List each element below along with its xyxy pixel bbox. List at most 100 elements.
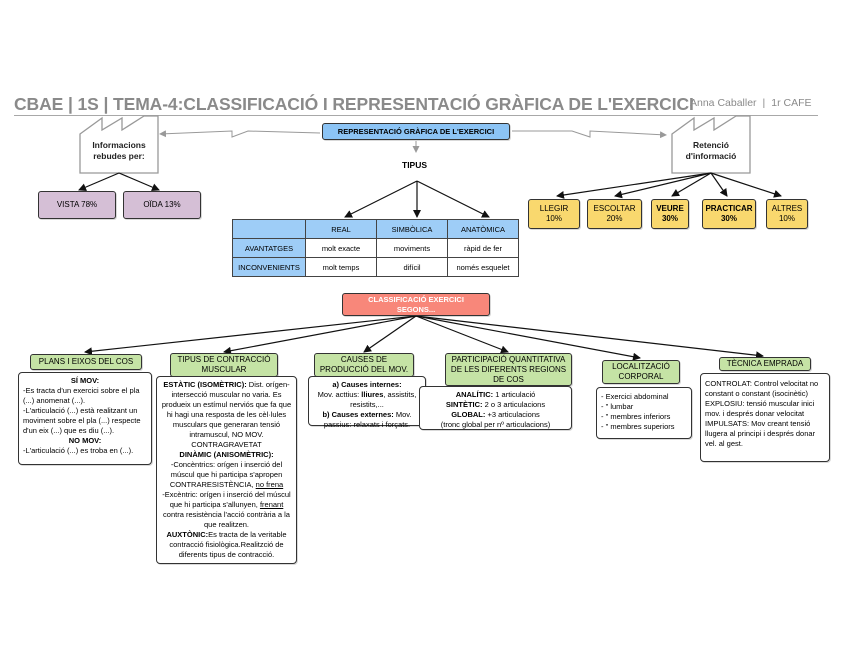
connector-to-plans (84, 315, 417, 356)
retention-box-altres: ALTRES 10% (766, 199, 808, 229)
retention-value: 10% (545, 214, 562, 223)
table-header-cell: ANATÒMICA (447, 219, 519, 239)
global-text: +3 articulacions (485, 410, 540, 419)
retention-name: VEURE (656, 204, 684, 213)
table-cell: molt exacte (305, 238, 377, 258)
concentrics-text: -Concèntrics: orígen i inserció del músc… (169, 460, 283, 489)
participacio-note: (tronc global per nº articulacions) (440, 420, 551, 429)
table-cell: molt temps (305, 257, 377, 277)
page-title: CBAE | 1S | TEMA-4:CLASSIFICACIÓ I REPRE… (14, 94, 694, 114)
connector-to-veure (671, 172, 712, 197)
table-cell: moviments (376, 238, 448, 258)
connector-to-contraccio (223, 315, 417, 355)
desc-participacio: ANALÍTIC: 1 articulació SINTÈTIC: 2 o 3 … (419, 386, 572, 430)
category-causes-produccio: CAUSES DE PRODUCCIÓ DEL MOV. (314, 353, 414, 377)
category-tecnica: TÈCNICA EMPRADA (719, 357, 811, 371)
retention-value: 30% (661, 214, 678, 223)
sintetic-heading: SINTÈTIC: (445, 400, 483, 409)
connector-to-tecnica (415, 315, 764, 360)
retention-value: 10% (778, 214, 795, 223)
desc-causes-produccio: a) Causes internes: Mov. acttius: lliure… (308, 376, 426, 429)
connector-to-vista (78, 172, 120, 191)
sense-box-vista: VISTA 78% (38, 191, 116, 219)
connector-to-causes (363, 315, 417, 353)
connector-central-to-right (512, 130, 667, 139)
auxtonic-text: Es tracta de la veritable contracció fis… (169, 530, 287, 559)
auxtonic-heading: AUXTÒNIC: (166, 530, 209, 539)
concentrics-underline: no frena (255, 480, 284, 489)
retention-box-practicar: PRACTICAR 30% (702, 199, 756, 229)
category-localitzacio: LOCALITZACIÓ CORPORAL (602, 360, 680, 384)
table-header-cell: SIMBÒLICA (376, 219, 448, 239)
excentric-text: -Excèntric: orígen i inserció del múscul… (162, 490, 291, 509)
dinamic-heading: DINÀMIC (ANISOMÈTRIC): (179, 450, 274, 459)
excentric-text-2: contra resistència l'acció contrària a l… (163, 510, 290, 529)
connector-to-oida (118, 172, 160, 191)
category-plans-eixos: PLANS I EIXOS DEL COS (30, 354, 142, 370)
si-mov-line-2: -L'articulació (...) està realitzant un … (23, 406, 141, 435)
table-header-row: REAL SIMBÒLICA ANATÒMICA (232, 219, 519, 239)
desc-tipus-contraccio: ESTÀTIC (ISOMÈTRIC): Dist. orígen-inters… (156, 376, 297, 564)
desc-localitzacio: - Exercici abdominal - " lumbar - " memb… (596, 387, 692, 439)
no-mov-heading: NO MOV: (68, 436, 102, 445)
category-participacio: PARTICIPACIÓ QUANTITATIVA DE LES DIFEREN… (445, 353, 572, 386)
table-header-cell (232, 219, 306, 239)
classification-title-box: CLASSIFICACIÓ EXERCICI SEGONS... (342, 293, 490, 316)
types-table: REAL SIMBÒLICA ANATÒMICA AVANTATGES molt… (232, 219, 519, 277)
table-cell: ràpid de fer (447, 238, 519, 258)
analitic-heading: ANALÍTIC: (455, 390, 494, 399)
title-underline (14, 115, 818, 116)
sintetic-text: 2 o 3 articulacions (482, 400, 546, 409)
retention-box-veure: VEURE 30% (651, 199, 689, 229)
internes-text-1: Mov. acttius: (317, 390, 362, 399)
table-header-cell: REAL (305, 219, 377, 239)
estatic-text: Dist. orígen-intersecció muscular no var… (161, 380, 292, 449)
excentric-underline: frenant (259, 500, 284, 509)
no-mov-line-1: -L'articulació (...) es troba en (...). (23, 446, 134, 455)
connector-to-localitzacio (415, 315, 641, 361)
author-name: Anna Caballer (690, 97, 757, 109)
retention-box-escoltar: ESCOLTAR 20% (587, 199, 642, 229)
author-line: Anna Caballer | 1r CAFE (690, 97, 812, 109)
left-factory-label: Informacions rebudes per: (92, 140, 146, 161)
connector-to-escoltar (614, 172, 712, 199)
retention-value: 30% (720, 214, 737, 223)
connector-to-anatomica (416, 180, 490, 218)
externes-text: Mov. passius: relaxats i forçats. (323, 410, 412, 429)
central-title-box: REPRESENTACIÓ GRÀFICA DE L'EXERCICI (322, 123, 510, 140)
connector-to-practicar (710, 172, 728, 197)
connector-to-participacio (415, 315, 509, 354)
tecnica-impulsats: IMPULSATS: Mov creant tensió llugera al … (705, 419, 816, 448)
retention-name: ESCOLTAR (593, 204, 636, 213)
list-item: - " membres inferiors (601, 412, 671, 421)
category-tipus-contraccio: TIPUS DE CONTRACCIÓ MUSCULAR (170, 353, 278, 377)
course-name: 1r CAFE (771, 97, 812, 109)
externes-heading: b) Causes externes: (322, 410, 394, 419)
table-row: INCONVENIENTS molt temps difícil només e… (232, 257, 519, 277)
retention-name: PRACTICAR (705, 204, 753, 213)
table-row-label: AVANTATGES (232, 238, 306, 258)
retention-name: LLEGIR (539, 204, 569, 213)
connector-to-llegir (556, 172, 712, 199)
connector-central-to-left (159, 130, 321, 138)
list-item: - " lumbar (601, 402, 634, 411)
table-cell: només esquelet (447, 257, 519, 277)
desc-tecnica: CONTROLAT: Control velocitat no constant… (700, 373, 830, 462)
table-row: AVANTATGES molt exacte moviments ràpid d… (232, 238, 519, 258)
tecnica-explosiu: EXPLOSIU: tensió muscular inici mov. i d… (705, 399, 815, 418)
internes-heading: a) Causes internes: (332, 380, 402, 389)
list-item: - " membres superiors (601, 422, 675, 431)
connector-to-real (344, 180, 418, 218)
retention-name: ALTRES (771, 204, 803, 213)
list-item: - Exercici abdominal (601, 392, 669, 401)
author-separator: | (762, 97, 766, 109)
tecnica-controlat: CONTROLAT: Control velocitat no constant… (705, 379, 819, 398)
global-heading: GLOBAL: (451, 410, 486, 419)
connector-to-altres (710, 172, 782, 198)
internes-bold: lliures (361, 390, 384, 399)
table-cell: difícil (376, 257, 448, 277)
retention-box-llegir: LLEGIR 10% (528, 199, 580, 229)
internes-text-2: , assistits, resistits,... (350, 390, 417, 409)
tipus-label: TIPUS (402, 160, 428, 170)
